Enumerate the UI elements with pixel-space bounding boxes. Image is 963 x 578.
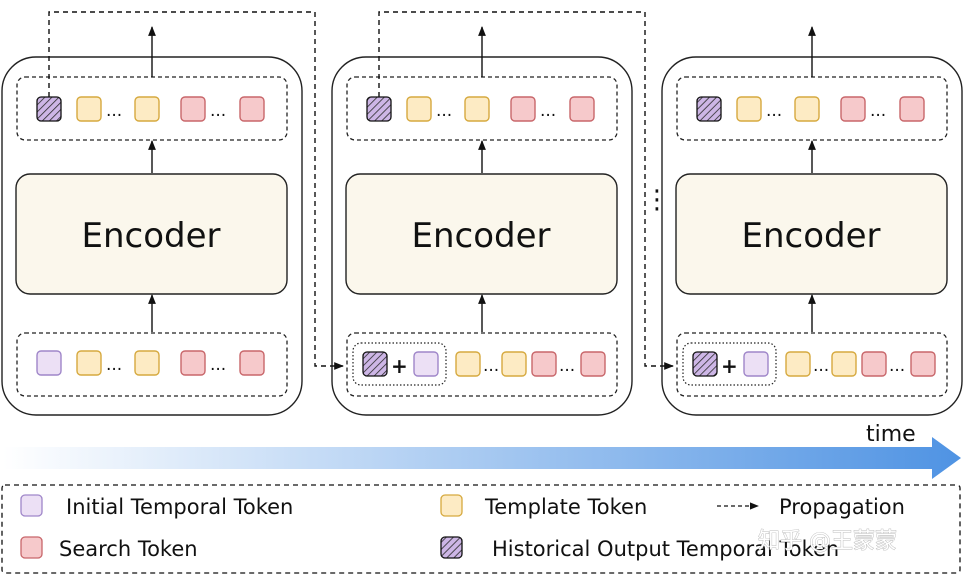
search-token	[510, 96, 536, 122]
legend-search-token-swatch	[20, 536, 43, 559]
historical-output-token	[366, 96, 392, 122]
search-token	[910, 351, 936, 377]
continuation-dots: ⋮	[644, 185, 670, 215]
encoder-box	[15, 173, 288, 295]
search-token	[580, 351, 606, 377]
encoder-box	[675, 173, 948, 295]
template-token	[134, 96, 160, 122]
ellipsis-dots: ...	[210, 355, 226, 375]
plus-sign: +	[721, 354, 738, 378]
search-token	[569, 96, 595, 122]
search-token	[531, 351, 557, 377]
encoder-box	[345, 173, 618, 295]
encoder-label: Encoder	[741, 216, 880, 256]
search-token	[180, 96, 206, 122]
template-token	[464, 96, 490, 122]
watermark: 知乎 @王蒙蒙	[758, 529, 897, 554]
template-token	[134, 350, 160, 376]
historical-output-token	[36, 96, 62, 122]
ellipsis-dots: ...	[483, 356, 499, 376]
time-label: time	[866, 422, 916, 447]
legend-historical-token-swatch	[440, 536, 463, 559]
legend-historical-token-label: Historical Output Temporal Token	[492, 537, 839, 561]
encoder-label: Encoder	[411, 216, 550, 256]
ellipsis-dots: ...	[436, 101, 452, 121]
ellipsis-dots: ...	[210, 101, 226, 121]
input-token-row	[346, 332, 618, 397]
ellipsis-dots: ...	[106, 101, 122, 121]
stage-1: ...... Encoder......	[1, 26, 303, 416]
legend: Initial Temporal Token Template Token Pr…	[1, 484, 961, 574]
initial-temporal-token	[743, 351, 769, 377]
template-token	[76, 350, 102, 376]
ellipsis-dots: ...	[813, 356, 829, 376]
search-token	[239, 96, 265, 122]
template-token	[76, 96, 102, 122]
search-token	[861, 351, 887, 377]
initial-temporal-token	[413, 351, 439, 377]
stage-3: ...... Encoder +......	[661, 26, 963, 416]
template-token	[831, 351, 857, 377]
stage-2: ...... Encoder +......	[331, 26, 633, 416]
template-token	[501, 351, 527, 377]
ellipsis-dots: ...	[870, 101, 886, 121]
legend-propagation-label: Propagation	[779, 495, 905, 519]
input-token-row	[16, 332, 288, 397]
historical-output-token	[696, 96, 722, 122]
encoder-label: Encoder	[81, 216, 220, 256]
time-arrow	[3, 437, 961, 479]
search-token	[239, 350, 265, 376]
ellipsis-dots: ...	[540, 101, 556, 121]
ellipsis-dots: ...	[766, 101, 782, 121]
legend-search-token-label: Search Token	[59, 537, 198, 561]
legend-template-token-label: Template Token	[484, 495, 647, 519]
propagation-arrow	[48, 11, 344, 370]
legend-template-token-swatch	[440, 494, 463, 517]
template-token	[406, 96, 432, 122]
ellipsis-dots: ...	[106, 355, 122, 375]
search-token	[180, 350, 206, 376]
template-token	[455, 351, 481, 377]
propagation-arrow	[378, 11, 674, 370]
legend-initial-token-swatch	[20, 494, 43, 517]
template-token	[736, 96, 762, 122]
plus-sign: +	[391, 354, 408, 378]
search-token	[840, 96, 866, 122]
ellipsis-dots: ...	[559, 356, 575, 376]
template-token	[794, 96, 820, 122]
historical-output-token	[362, 351, 388, 377]
template-token	[785, 351, 811, 377]
legend-initial-token-label: Initial Temporal Token	[66, 495, 293, 519]
historical-output-token	[692, 351, 718, 377]
fusion-group	[352, 342, 447, 386]
fusion-group	[682, 342, 777, 386]
input-token-row	[676, 332, 948, 397]
initial-temporal-token	[36, 350, 62, 376]
search-token	[899, 96, 925, 122]
ellipsis-dots: ...	[889, 356, 905, 376]
propagation-arrows	[48, 11, 674, 370]
